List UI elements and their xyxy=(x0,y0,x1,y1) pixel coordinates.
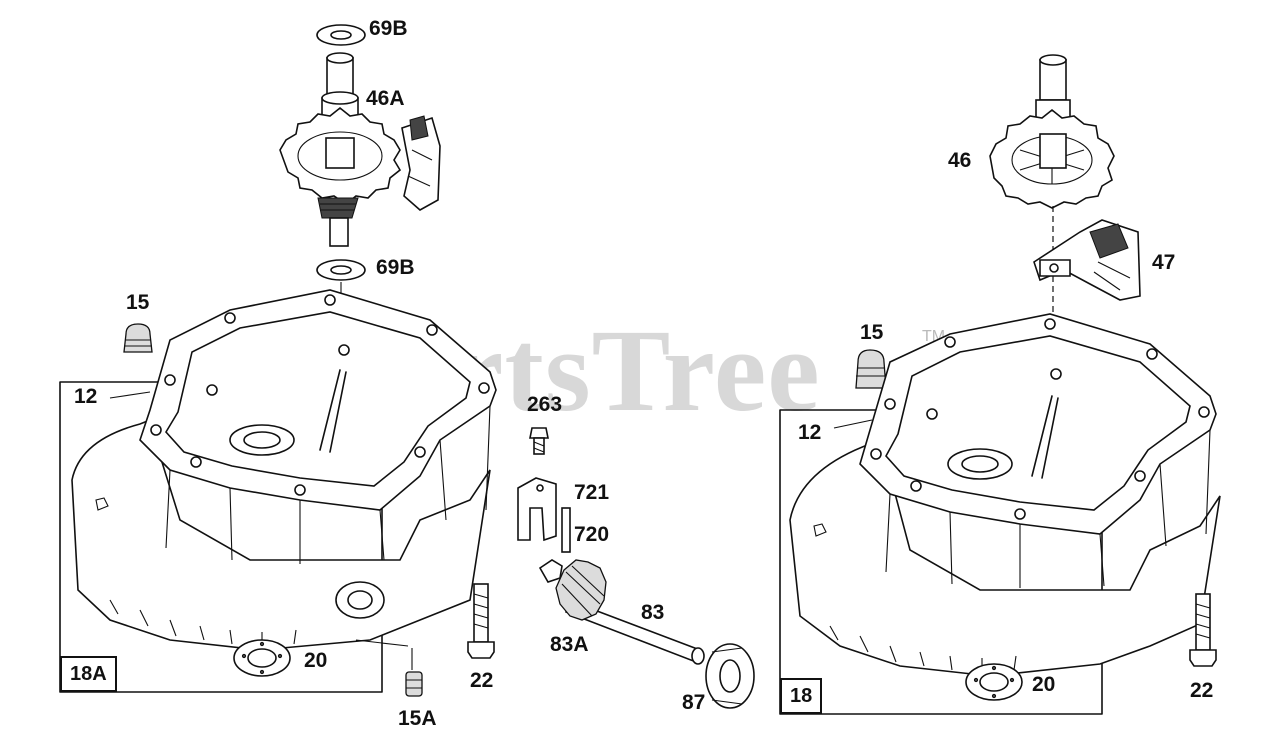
label-20-left: 20 xyxy=(304,649,328,672)
washer-69b-top xyxy=(316,24,366,46)
washer-87 xyxy=(705,643,755,709)
camshaft-46a xyxy=(279,52,441,247)
label-46a: 46A xyxy=(366,87,405,110)
label-12-left: 12 xyxy=(74,385,98,408)
sump-base-18a xyxy=(71,289,497,651)
compression-release-47 xyxy=(1033,219,1141,301)
box-label-18: 18 xyxy=(780,678,823,714)
box-label-18a: 18A xyxy=(60,656,117,692)
label-720: 720 xyxy=(574,523,610,546)
label-721: 721 xyxy=(574,481,610,504)
label-22-left: 22 xyxy=(470,669,494,692)
plug-15-left xyxy=(123,323,153,353)
label-15a: 15A xyxy=(398,707,437,730)
bracket-721 xyxy=(517,477,557,542)
label-69b-mid: 69B xyxy=(376,256,415,279)
label-263: 263 xyxy=(527,393,563,416)
label-47: 47 xyxy=(1152,251,1176,274)
seal-20-left xyxy=(233,639,291,677)
label-69b-top: 69B xyxy=(369,17,408,40)
screw-263 xyxy=(529,427,549,455)
label-46: 46 xyxy=(948,149,972,172)
label-12-right: 12 xyxy=(798,421,822,444)
bolt-22-left xyxy=(467,583,495,659)
camshaft-46 xyxy=(989,54,1115,209)
seal-20-right xyxy=(965,663,1023,701)
plug-15-right xyxy=(855,349,887,389)
sump-base-18 xyxy=(789,313,1221,677)
label-15-left: 15 xyxy=(126,291,150,314)
label-15-right: 15 xyxy=(860,321,884,344)
label-87: 87 xyxy=(682,691,706,714)
label-22-right: 22 xyxy=(1190,679,1214,702)
plug-15a xyxy=(405,648,423,697)
bolt-22-right xyxy=(1189,593,1217,667)
label-83: 83 xyxy=(641,601,665,624)
label-83a: 83A xyxy=(550,633,589,656)
pin-720 xyxy=(561,507,571,553)
governor-gear-83a xyxy=(555,559,607,621)
label-20-right: 20 xyxy=(1032,673,1056,696)
washer-69b-mid xyxy=(316,259,366,281)
